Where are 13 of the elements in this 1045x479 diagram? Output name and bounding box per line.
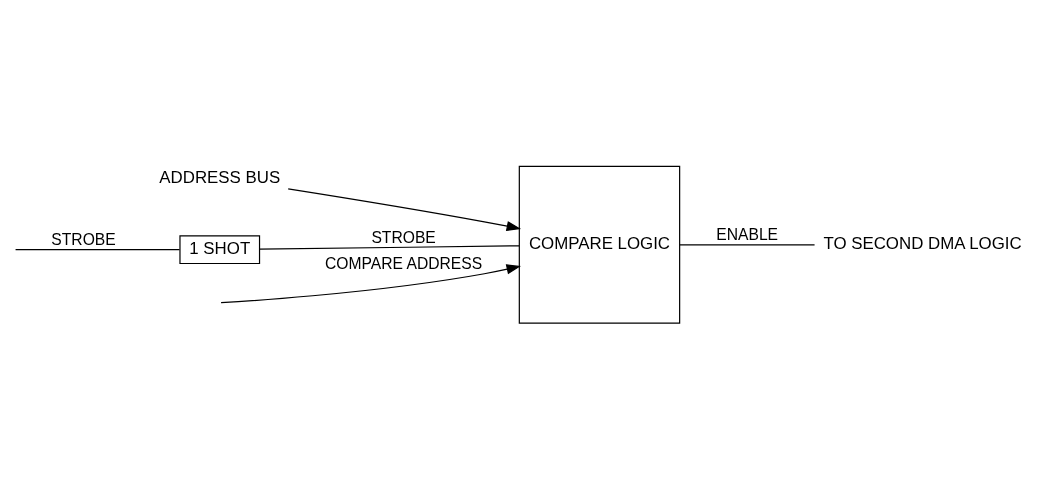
node-box: 1 SHOT [179,234,261,264]
edge-label: STROBE [371,228,436,246]
connector [14,248,181,250]
arrow [220,263,521,303]
arrow [287,187,522,231]
node-text: ADDRESS BUS [159,167,281,187]
edge-label: ENABLE [716,225,779,243]
edge-label: COMPARE ADDRESS [325,254,483,272]
connector [258,244,520,250]
edge-label: STROBE [51,230,116,248]
connector [679,243,816,245]
node-box: COMPARE LOGIC [518,165,681,324]
node-text: TO SECOND DMA LOGIC [823,233,1022,253]
